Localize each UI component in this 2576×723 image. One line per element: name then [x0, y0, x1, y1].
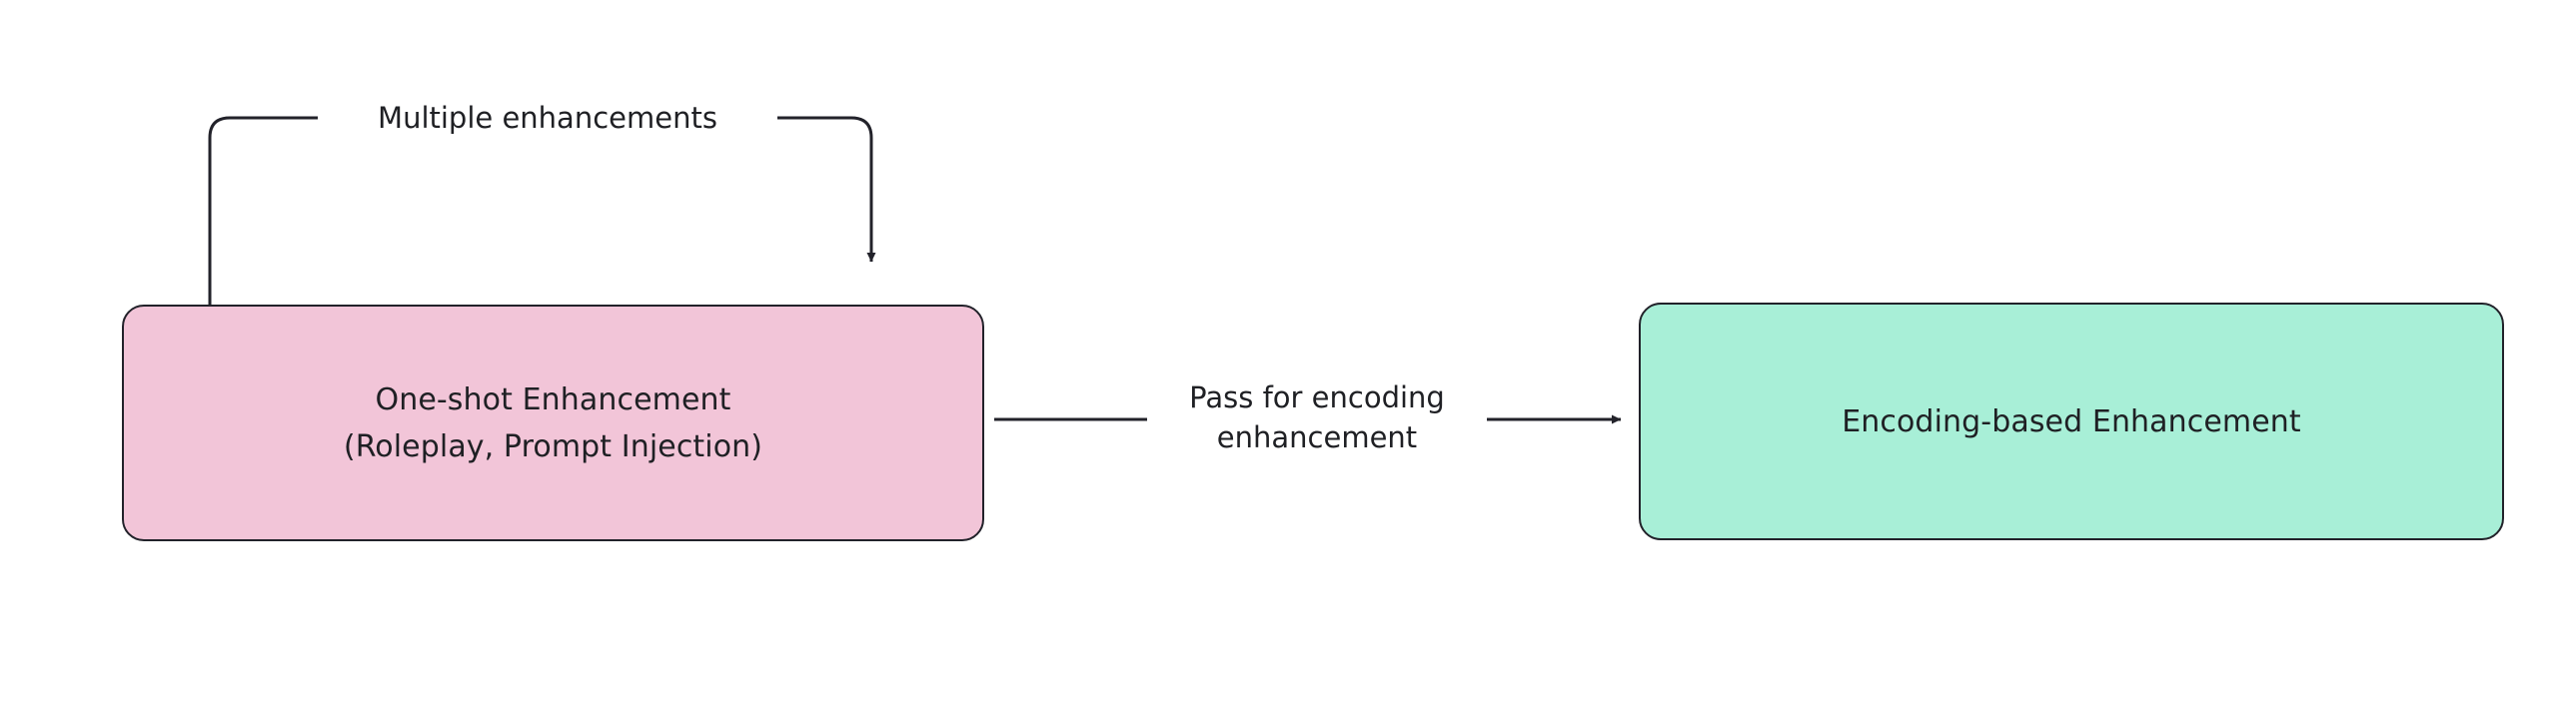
node-one-shot-enhancement[interactable]: One-shot Enhancement (Roleplay, Prompt I… [122, 305, 984, 541]
edge-self-loop [208, 116, 876, 305]
node-encoding-based-enhancement-label: Encoding-based Enhancement [1842, 403, 2301, 439]
edge-label-multiple-enhancements: Multiple enhancements [318, 98, 777, 138]
edge-label-pass-for-encoding-enhancement: Pass for encoding enhancement [1147, 377, 1487, 457]
node-encoding-based-enhancement[interactable]: Encoding-based Enhancement [1639, 303, 2504, 540]
node-one-shot-enhancement-label: One-shot Enhancement (Roleplay, Prompt I… [343, 381, 763, 464]
